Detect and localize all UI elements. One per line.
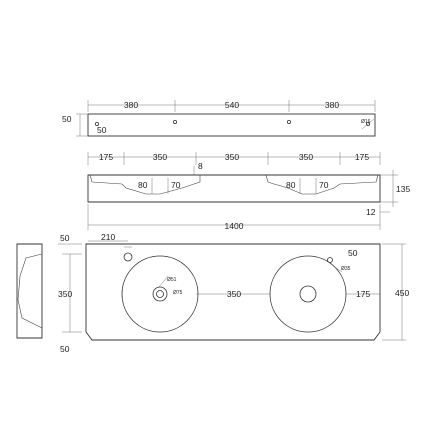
front-dim-4: 350 [299, 152, 313, 162]
front-dim-3: 350 [225, 152, 239, 162]
left-waste-leader [157, 275, 169, 289]
tap-hole-1 [95, 122, 100, 127]
top-margin-label: 50 [60, 233, 70, 243]
tap-hole-3 [286, 120, 291, 125]
edge-offset-label: 175 [356, 289, 370, 299]
right-basin-profile [265, 174, 379, 195]
right-top-label: 50 [348, 248, 358, 258]
top-hole-offset-label: 50 [97, 125, 107, 135]
total-length-label: 1400 [225, 221, 244, 231]
left-waste-dia2-label: Ø75 [173, 290, 183, 296]
front-dim-5: 175 [355, 152, 369, 162]
top-dim-right: 380 [325, 100, 339, 110]
right-waste-dia-label: Ø35 [341, 266, 351, 272]
right-waste [299, 285, 317, 303]
left-waste-inner [156, 290, 164, 298]
left-tap-hole [123, 252, 133, 262]
left-basin-profile [89, 174, 201, 195]
plan-view: 210 50 350 50 450 Ø51 Ø75 350 [58, 232, 409, 354]
right-overflow-hole [327, 257, 333, 263]
front-section: 175 350 350 350 175 8 80 70 80 70 135 12 [87, 152, 410, 231]
side-profile-outline [16, 243, 43, 339]
top-dim-mid: 540 [225, 100, 239, 110]
hole-leader [361, 118, 375, 130]
right-basin-dim-b: 70 [319, 180, 329, 190]
right-overflow-leader [332, 265, 343, 273]
tap-hole-2 [172, 120, 177, 125]
tap-offset-label: 210 [101, 232, 115, 242]
top-strip-body [87, 113, 376, 137]
front-dim-1: 175 [99, 152, 113, 162]
bowl-spacing-label: 350 [227, 289, 241, 299]
top-depth-label: 50 [62, 114, 72, 124]
wall-dim-label: 8 [198, 161, 203, 171]
width-dim-label: 350 [58, 289, 72, 299]
front-section-body [87, 174, 381, 203]
top-dim-left: 380 [124, 100, 138, 110]
top-view: 380 540 380 Ø16 50 50 [62, 100, 376, 137]
side-basin-curve [17, 253, 43, 329]
rim-dim-label: 12 [366, 207, 376, 217]
bottom-margin-label: 50 [60, 344, 70, 354]
height-dim-label: 135 [396, 184, 410, 194]
left-waste-dia-label: Ø51 [167, 277, 177, 283]
left-basin-dim-a: 80 [138, 180, 148, 190]
right-basin-dim-a: 80 [286, 180, 296, 190]
side-profile [16, 243, 43, 339]
left-basin-dim-b: 70 [171, 180, 181, 190]
hole-dia-label: Ø16 [361, 119, 371, 125]
depth-dim-label: 450 [395, 288, 409, 298]
front-dim-2: 350 [153, 152, 167, 162]
